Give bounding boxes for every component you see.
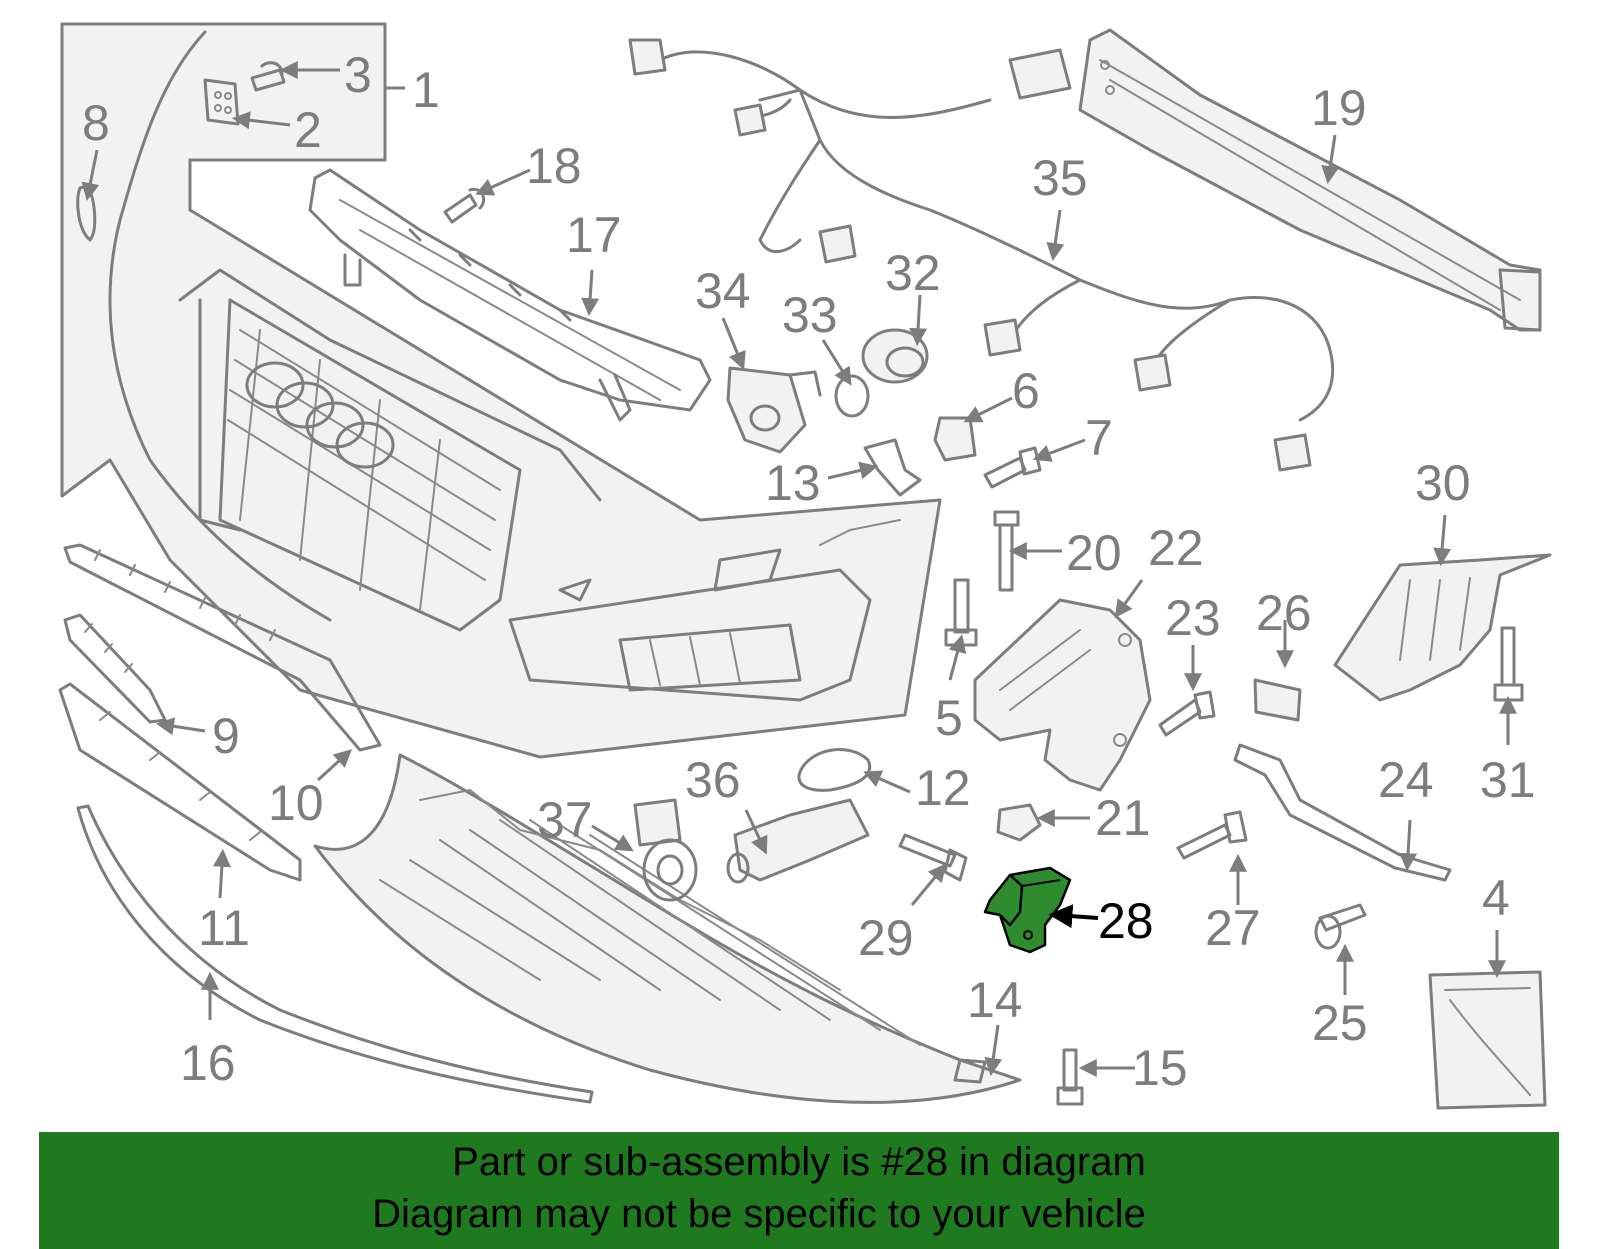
callout-25: 25 bbox=[1312, 995, 1368, 1051]
bracket-30 bbox=[1333, 553, 1552, 702]
callout-labels: 1 2 3 8 18 17 19 35 32 34 33 6 7 13 20 2… bbox=[82, 47, 1536, 1096]
callout-30: 30 bbox=[1415, 455, 1471, 511]
callout-34: 34 bbox=[695, 263, 751, 319]
impact-beam bbox=[1078, 28, 1542, 332]
bolt-31 bbox=[1493, 626, 1524, 702]
bolt-15 bbox=[1056, 1048, 1084, 1106]
callout-22: 22 bbox=[1148, 520, 1204, 576]
clip-26 bbox=[1253, 678, 1302, 722]
callout-28: 28 bbox=[1098, 893, 1154, 949]
callout-6: 6 bbox=[1012, 363, 1040, 419]
callout-12: 12 bbox=[915, 760, 971, 816]
rivet-27 bbox=[1176, 810, 1248, 860]
wiring-harness bbox=[628, 38, 1335, 472]
callout-1: 1 bbox=[412, 62, 440, 118]
callout-4: 4 bbox=[1482, 870, 1510, 926]
callout-33: 33 bbox=[782, 287, 838, 343]
banner-line-1: Part or sub-assembly is #28 in diagram bbox=[452, 1140, 1146, 1184]
callout-18: 18 bbox=[526, 138, 582, 194]
screw-18 bbox=[443, 193, 478, 224]
lower-trim-strips bbox=[58, 543, 594, 1104]
rivet-29 bbox=[898, 833, 968, 882]
banner-line-2: Diagram may not be specific to your vehi… bbox=[372, 1192, 1146, 1236]
callout-5: 5 bbox=[935, 690, 963, 746]
callout-2: 2 bbox=[294, 102, 322, 158]
nut-21 bbox=[996, 803, 1042, 842]
callout-36: 36 bbox=[685, 752, 741, 808]
clip-37 bbox=[633, 798, 698, 902]
bolt-7 bbox=[983, 446, 1042, 489]
callout-29: 29 bbox=[858, 910, 914, 966]
callout-15: 15 bbox=[1132, 1040, 1188, 1096]
bracket-24 bbox=[1233, 743, 1452, 882]
callout-19: 19 bbox=[1311, 80, 1367, 136]
washer-cap-12 bbox=[797, 748, 872, 792]
callout-23: 23 bbox=[1165, 590, 1221, 646]
callout-21: 21 bbox=[1095, 790, 1151, 846]
hardware-bag-4 bbox=[1428, 970, 1547, 1110]
callout-17: 17 bbox=[566, 207, 622, 263]
callout-13: 13 bbox=[765, 455, 821, 511]
callout-14: 14 bbox=[967, 972, 1023, 1028]
sensor-bracket-34 bbox=[726, 366, 822, 454]
callout-11: 11 bbox=[198, 900, 250, 956]
info-banner: Part or sub-assembly is #28 in diagram D… bbox=[39, 1132, 1559, 1249]
callout-27: 27 bbox=[1205, 900, 1261, 956]
callout-16: 16 bbox=[180, 1035, 236, 1091]
lower-grille-panel bbox=[313, 753, 1022, 1104]
part-28-highlighted bbox=[983, 866, 1072, 954]
upper-bracket bbox=[308, 168, 712, 422]
callout-31: 31 bbox=[1480, 752, 1536, 808]
screw-23 bbox=[1158, 690, 1216, 737]
callout-10: 10 bbox=[268, 775, 324, 831]
callout-8: 8 bbox=[82, 95, 110, 151]
callout-7: 7 bbox=[1085, 410, 1113, 466]
sensor-ring-33 bbox=[834, 374, 870, 418]
callout-9: 9 bbox=[212, 708, 240, 764]
callout-32: 32 bbox=[885, 245, 941, 301]
bracket-13 bbox=[863, 438, 922, 497]
bolt-5 bbox=[944, 578, 978, 647]
callout-26: 26 bbox=[1256, 585, 1312, 641]
park-sensor-32 bbox=[861, 328, 929, 384]
callout-3: 3 bbox=[344, 47, 372, 103]
bolt-20 bbox=[993, 510, 1020, 592]
callout-37: 37 bbox=[537, 792, 593, 848]
nut-6 bbox=[933, 416, 977, 462]
bumper-cover bbox=[60, 22, 942, 759]
callout-24: 24 bbox=[1378, 752, 1434, 808]
screw-25 bbox=[1318, 903, 1367, 932]
washer-pump-36 bbox=[726, 798, 870, 884]
callout-20: 20 bbox=[1066, 525, 1122, 581]
leader-lines bbox=[81, 61, 1517, 1077]
callout-35: 35 bbox=[1032, 150, 1088, 206]
bracket-22 bbox=[973, 598, 1152, 792]
